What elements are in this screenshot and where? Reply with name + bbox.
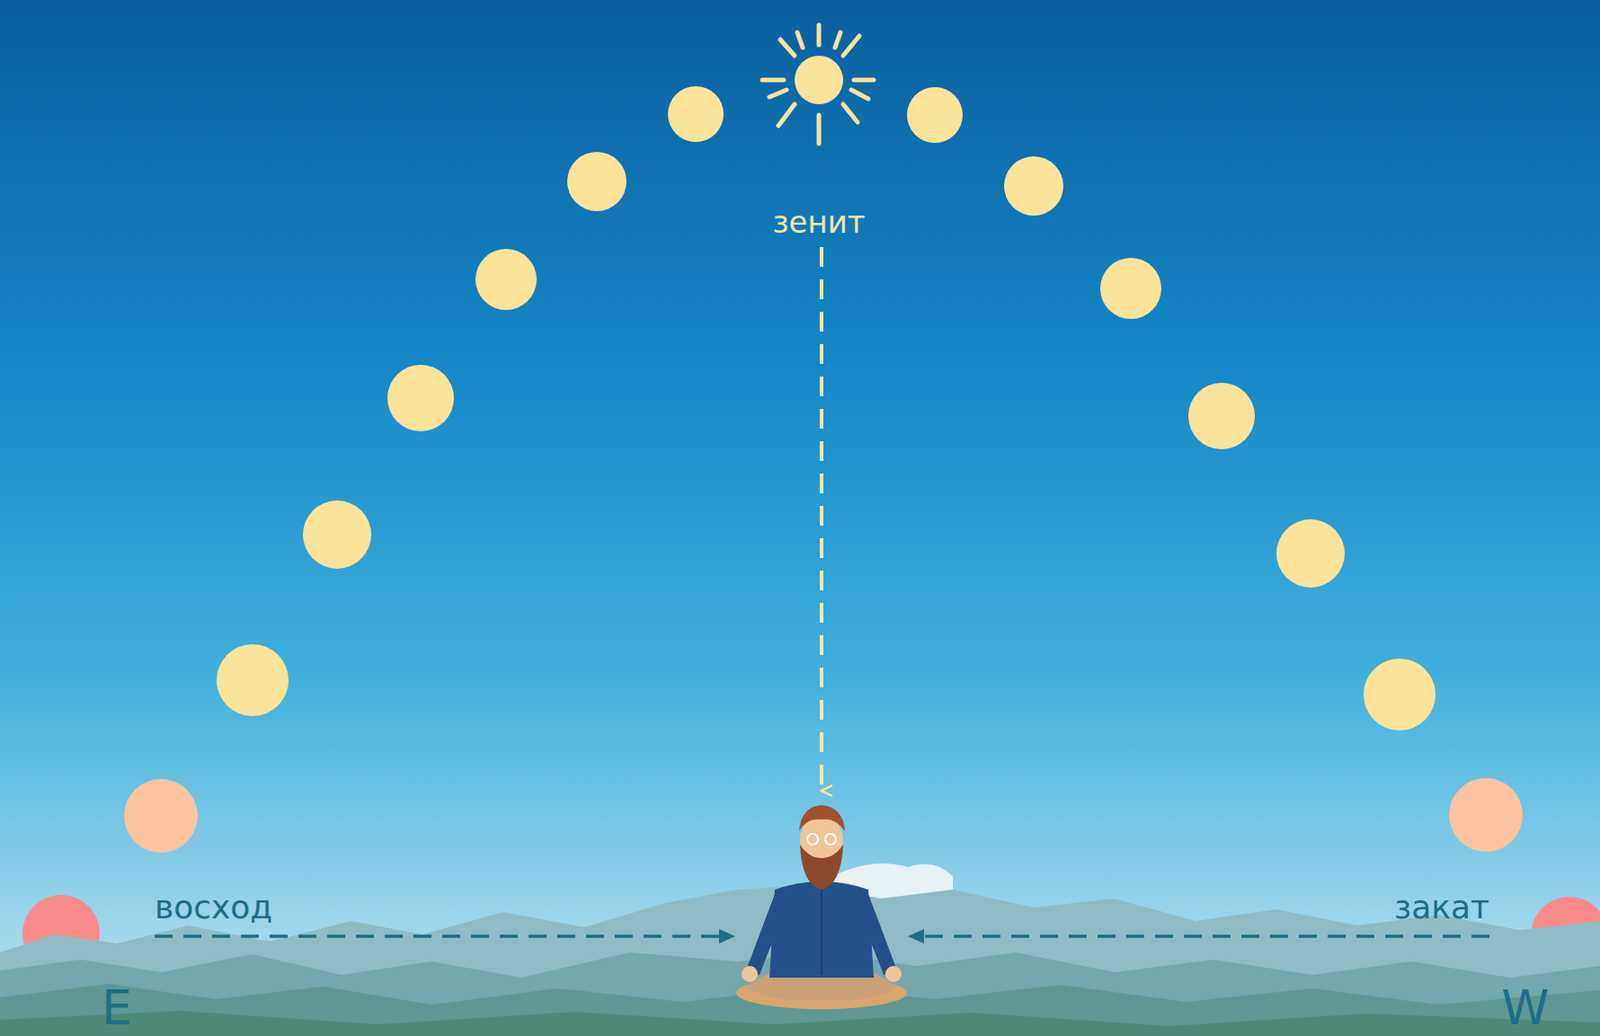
zenith-label: зенит	[772, 206, 865, 238]
zenith-line	[819, 247, 824, 792]
mountains	[0, 863, 1600, 1036]
meditating-person	[736, 805, 907, 1010]
east-label: E	[101, 984, 133, 1033]
sunrise-label: восход	[154, 891, 273, 925]
west-label: W	[1501, 984, 1549, 1033]
zenith-sun	[762, 25, 874, 144]
sun-positions	[22, 86, 1600, 975]
sunset-label: закат	[1394, 891, 1490, 925]
